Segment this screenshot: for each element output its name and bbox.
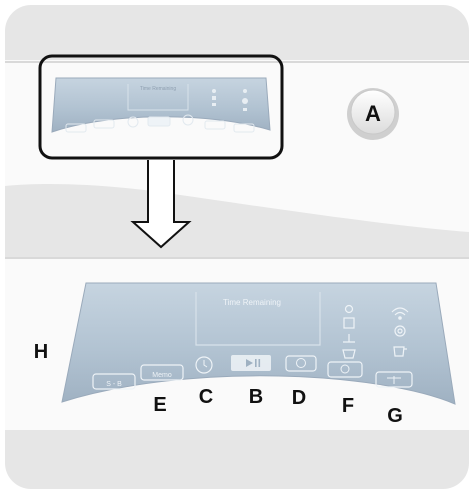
memo-label: Memo bbox=[152, 372, 172, 379]
zoom-arrow bbox=[130, 160, 192, 249]
callout-h: H bbox=[34, 341, 48, 363]
callout-e: E bbox=[153, 394, 166, 416]
status-icons-left bbox=[342, 304, 356, 359]
top-display-text: Time Remaining bbox=[140, 86, 176, 92]
play-pause-icon bbox=[246, 359, 253, 367]
callout-a: A bbox=[365, 101, 381, 126]
sun-icon bbox=[344, 304, 354, 314]
rinse-icon bbox=[343, 334, 355, 343]
cup-icon bbox=[393, 346, 407, 357]
callout-g: G bbox=[387, 405, 403, 427]
callout-b: B bbox=[249, 386, 263, 408]
top-status-icons bbox=[212, 89, 248, 111]
highlight-frame bbox=[38, 54, 284, 160]
cycle-icon bbox=[296, 358, 306, 368]
clock-icon bbox=[195, 356, 213, 374]
s-b-label: S - B bbox=[106, 381, 122, 388]
callout-c: C bbox=[199, 386, 213, 408]
wifi-icon bbox=[391, 307, 409, 316]
callout-f: F bbox=[342, 395, 354, 417]
lock-icon bbox=[343, 317, 355, 329]
top-lcd: Time Remaining bbox=[51, 77, 271, 133]
tub-icon bbox=[342, 349, 356, 359]
cycle-button[interactable] bbox=[285, 355, 317, 372]
options-icon bbox=[340, 364, 350, 374]
start-pause-button[interactable] bbox=[231, 355, 271, 371]
extra-icon bbox=[387, 376, 401, 384]
s-b-button[interactable]: S - B bbox=[92, 373, 136, 390]
memo-button[interactable]: Memo bbox=[140, 364, 184, 381]
top-button-row bbox=[65, 114, 255, 133]
target-icon bbox=[394, 325, 406, 337]
button-row: S - B Memo bbox=[92, 355, 413, 390]
bottom-lcd: Time Remaining S - B Memo bbox=[61, 282, 456, 405]
extra-button[interactable] bbox=[375, 371, 413, 388]
knob-a[interactable]: A bbox=[347, 88, 399, 140]
timer-button[interactable] bbox=[195, 356, 213, 374]
callout-d: D bbox=[292, 387, 306, 409]
options-button[interactable] bbox=[327, 361, 363, 378]
status-icons-right bbox=[391, 307, 409, 357]
bottom-display-text: Time Remaining bbox=[223, 298, 281, 307]
